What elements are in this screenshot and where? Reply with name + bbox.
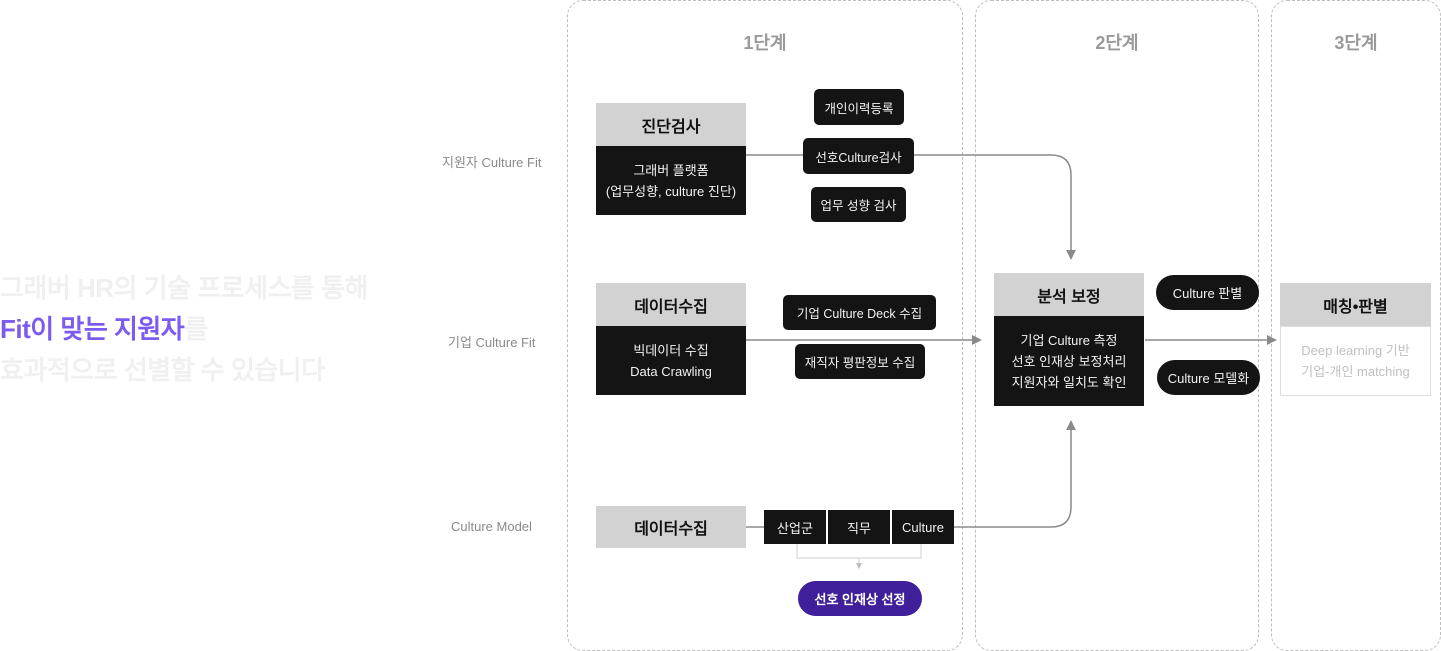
headline-line-2: Fit이 맞는 지원자를 (0, 309, 420, 350)
row-label-applicant: 지원자 Culture Fit (442, 155, 542, 170)
diagnosis-box-body: 그래버 플랫폼 (업무성향, culture 진단) (596, 146, 746, 215)
collection-line-1: 빅데이터 수집 (633, 342, 709, 358)
pill-culture-modeling: Culture 모델화 (1157, 360, 1260, 395)
collection-box-title: 데이터수집 (596, 283, 746, 326)
headline-line-3: 효과적으로 선별할 수 있습니다 (0, 355, 325, 385)
matching-line-2: 기업-개인 matching (1301, 364, 1410, 379)
collection-line-2: Data Crawling (630, 363, 712, 379)
tag-culture-deck: 기업 Culture Deck 수집 (783, 295, 936, 330)
segment-industry: 산업군 (764, 510, 826, 544)
stage-2-title: 2단계 (1095, 33, 1139, 53)
headline: 그래버 HR의 기술 프로세스를 통해 Fit이 맞는 지원자를 효과적으로 선… (0, 268, 420, 391)
matching-line-1: Deep learning 기반 (1301, 343, 1410, 358)
headline-accent: Fit이 맞는 지원자 (0, 314, 185, 344)
stage-1-title: 1단계 (743, 33, 787, 53)
analysis-box-body: 기업 Culture 측정 선호 인재상 보정처리 지원자와 일치도 확인 (994, 316, 1144, 406)
row-label-company: 기업 Culture Fit (448, 335, 536, 350)
analysis-line-2: 선호 인재상 보정처리 (1011, 353, 1127, 369)
tag-work-tendency-test: 업무 성향 검사 (811, 187, 906, 222)
headline-line-1: 그래버 HR의 기술 프로세스를 통해 (0, 273, 368, 303)
analysis-line-1: 기업 Culture 측정 (1020, 332, 1118, 348)
tag-preferred-culture-test: 선호Culture검사 (803, 138, 914, 174)
matching-box-title: 매칭•판별 (1280, 283, 1431, 326)
row-label-model: Culture Model (451, 519, 532, 534)
collection-box-body: 빅데이터 수집 Data Crawling (596, 326, 746, 395)
tag-employee-reputation: 재직자 평판정보 수집 (795, 344, 925, 379)
segment-job: 직무 (828, 510, 890, 544)
diagnosis-box-title: 진단검사 (596, 103, 746, 146)
pill-culture-judge: Culture 판별 (1156, 275, 1259, 310)
analysis-line-3: 지원자와 일치도 확인 (1011, 374, 1127, 390)
stage-3-title: 3단계 (1334, 33, 1378, 53)
diagnosis-line-1: 그래버 플랫폼 (633, 162, 709, 178)
analysis-box-title: 분석 보정 (994, 273, 1144, 316)
preferred-talent-pill: 선호 인재상 선정 (798, 581, 922, 616)
model-box-title: 데이터수집 (596, 506, 746, 548)
matching-box-body: Deep learning 기반 기업-개인 matching (1280, 326, 1431, 396)
headline-line-2-rest: 를 (184, 314, 208, 344)
segment-culture: Culture (892, 510, 954, 544)
tag-personal-history: 개인이력등록 (814, 89, 904, 125)
diagnosis-line-2: (업무성향, culture 진단) (605, 183, 737, 199)
